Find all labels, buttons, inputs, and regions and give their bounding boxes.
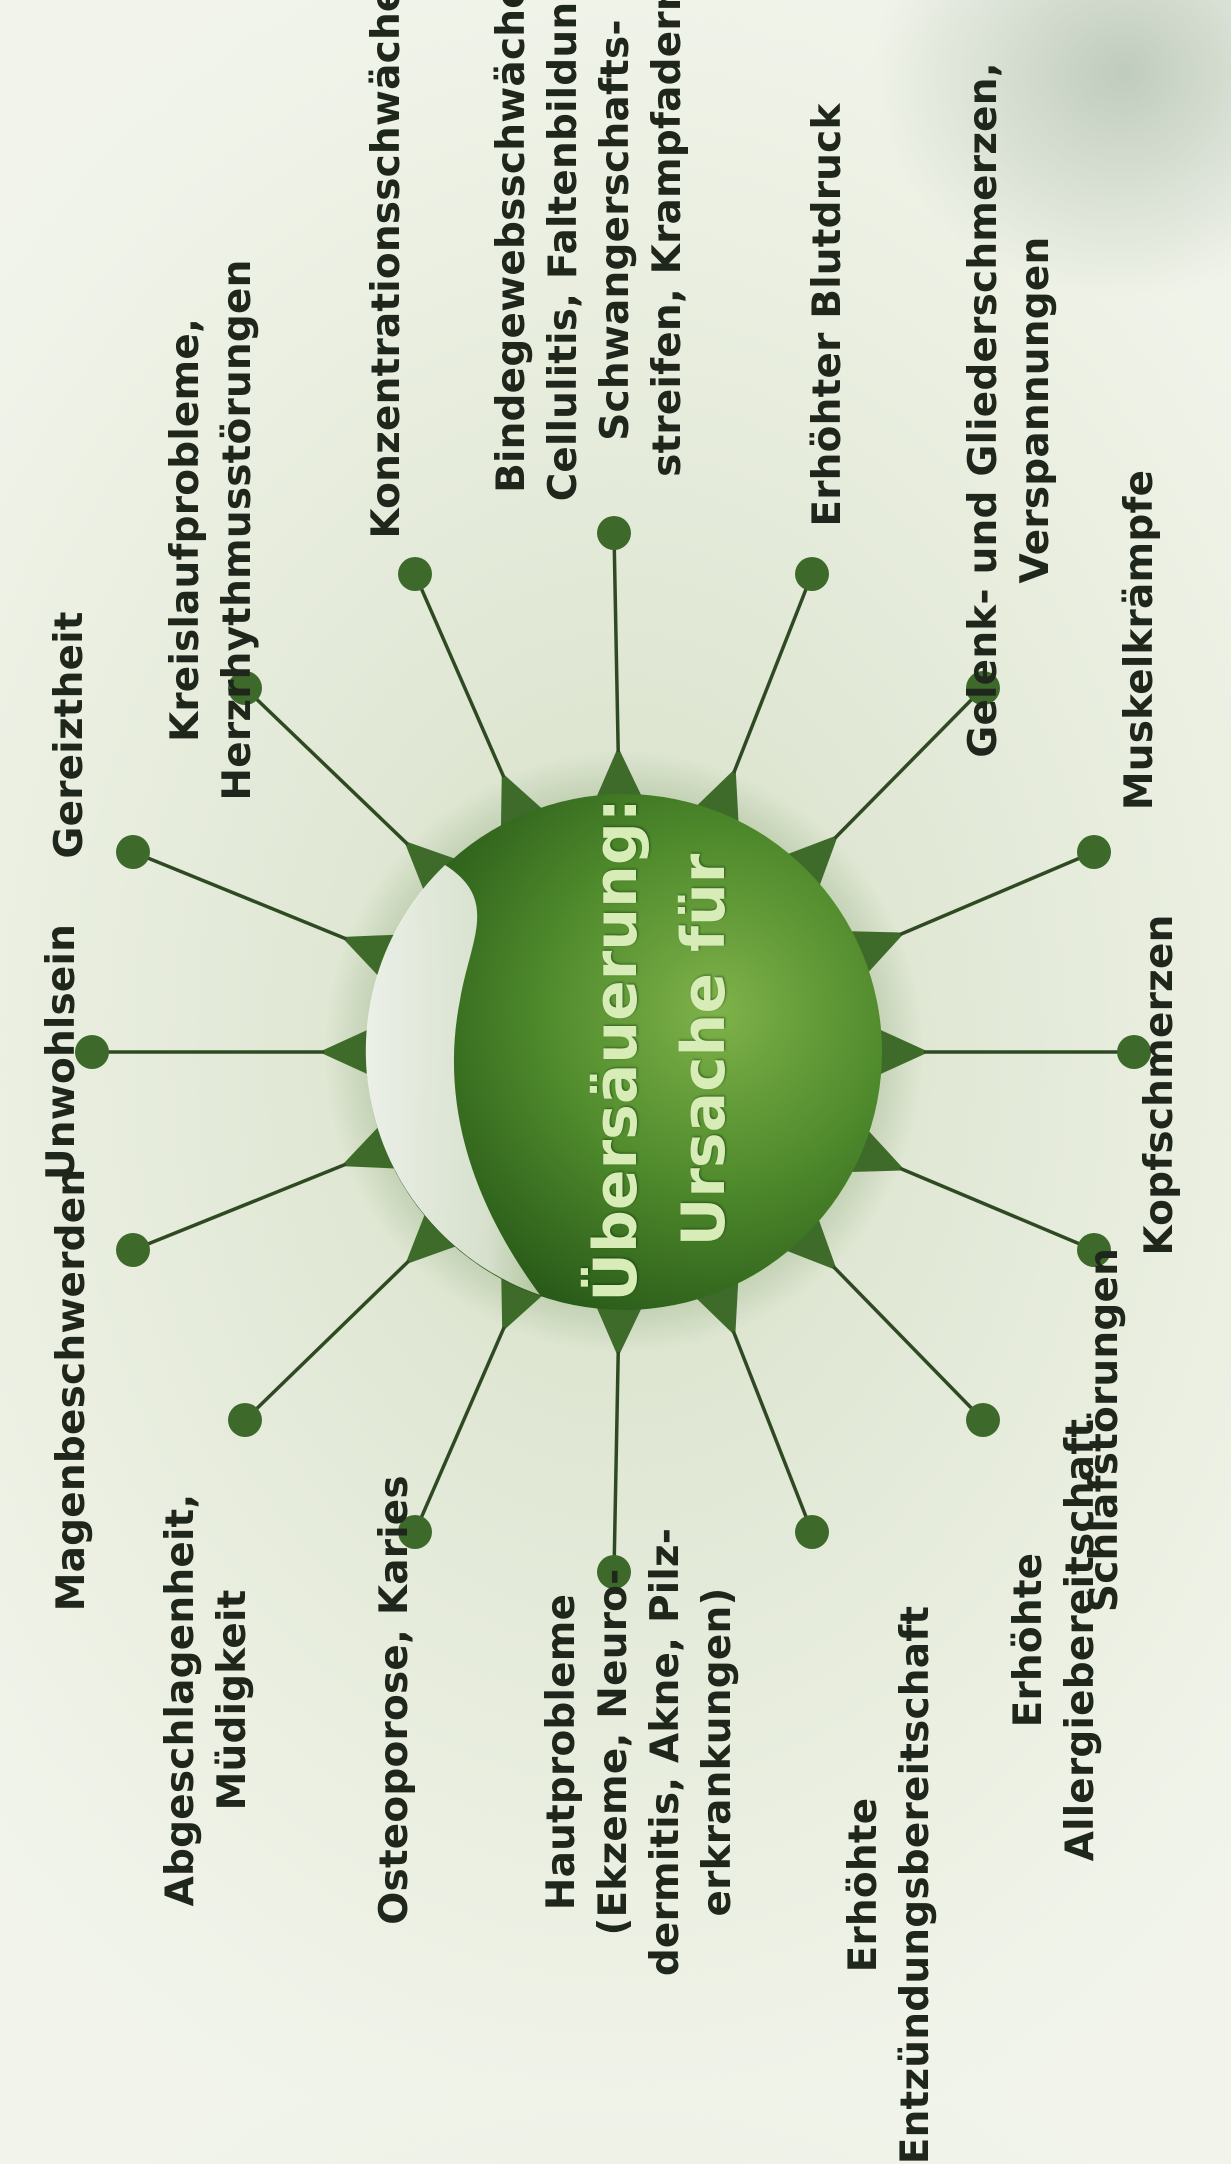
- connector-dot-5: [795, 557, 829, 591]
- symptom-label: Muskelkrämpfe: [1114, 470, 1166, 811]
- symptom-label: Gereiztheit: [44, 611, 96, 858]
- symptom-label: Abgeschlagenheit, Müdigkeit: [155, 1494, 259, 1907]
- symptom-label: Kreislaufprobleme, Herzrhythmusstörungen: [160, 259, 264, 800]
- symptom-label: Unwohlsein: [36, 924, 88, 1180]
- connector-dot-10: [966, 1403, 1000, 1437]
- symptom-label: Osteoporose, Karies: [369, 1475, 421, 1925]
- connector-line-1: [133, 852, 346, 939]
- connector-line-14: [245, 1261, 409, 1420]
- connector-dot-7: [1077, 835, 1111, 869]
- connector-line-15: [133, 1164, 346, 1250]
- connector-line-4: [614, 533, 618, 752]
- symptom-label: Kopfschmerzen: [1134, 914, 1186, 1255]
- center-title-line1: Übersäuerung:: [572, 798, 660, 1302]
- center-title-line2: Ursache für: [660, 798, 748, 1302]
- symptom-label: Erhöhte Entzündungsbereitschaft: [838, 1606, 942, 2164]
- symptom-label: Hautprobleme (Ekzeme, Neuro- dermitis, A…: [536, 1528, 744, 1976]
- connector-dot-3: [398, 557, 432, 591]
- connector-dot-4: [597, 516, 631, 550]
- connector-line-5: [734, 574, 812, 773]
- symptom-label: Konzentrationsschwäche: [361, 0, 413, 539]
- symptom-label: Bindegewebsschwäche, Cellulitis, Faltenb…: [486, 0, 694, 501]
- symptom-label: Magenbeschwerden: [46, 1169, 98, 1612]
- connector-dot-1: [116, 835, 150, 869]
- connector-dot-15: [116, 1233, 150, 1267]
- connector-dot-11: [795, 1515, 829, 1549]
- symptom-label: Gelenk- und Gliederschmerzen, Verspannun…: [958, 62, 1062, 758]
- connector-line-2: [245, 688, 408, 844]
- connector-line-13: [415, 1327, 504, 1532]
- connector-line-7: [900, 852, 1094, 935]
- connector-dot-14: [228, 1403, 262, 1437]
- symptom-label: Erhöhte Allergiebereitschaft: [1003, 1419, 1107, 1861]
- connector-line-9: [900, 1168, 1094, 1250]
- symptom-label: Erhöhter Blutdruck: [802, 103, 854, 526]
- center-title: Übersäuerung: Ursache für: [572, 798, 748, 1302]
- connector-line-3: [415, 574, 504, 777]
- connector-line-11: [733, 1331, 812, 1532]
- connector-line-10: [833, 1267, 983, 1420]
